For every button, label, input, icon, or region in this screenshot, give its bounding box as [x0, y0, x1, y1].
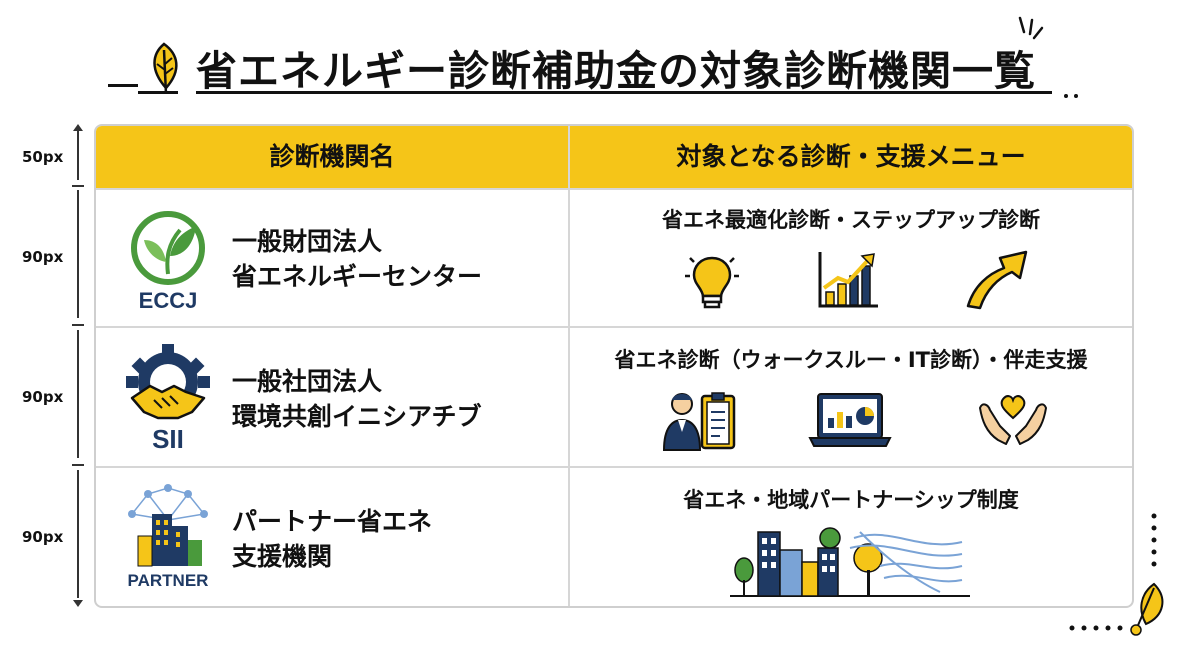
dimension-axis: [77, 330, 79, 458]
eccj-logo-text: ECCJ: [139, 288, 198, 313]
institution-table: 診断機関名 対象となる診断・支援メニュー ECCJ 一般財団法人 省エネルギーセ…: [94, 124, 1134, 608]
table-row: PARTNER パートナー省エネ 支援機関 省エネ・地域パートナーシップ制度: [96, 468, 1132, 606]
decor-dash: [108, 84, 138, 87]
dimension-label-row2: 90px: [22, 388, 64, 406]
menu-text: 省エネ診断（ウォークスルー・IT診断）・伴走支援: [614, 348, 1088, 372]
header-menu: 対象となる診断・支援メニュー: [676, 142, 1026, 171]
growth-chart-icon: [818, 252, 878, 308]
institution-name: パートナー省エネ 支援機関: [232, 504, 432, 574]
row-divider: [96, 466, 1132, 468]
leaf-icon: [153, 42, 178, 95]
institution-name-line: 一般財団法人: [232, 227, 383, 256]
dimension-arrow: [73, 600, 83, 607]
title-underline: [196, 91, 1052, 94]
sii-logo-text: SII: [152, 424, 184, 454]
institution-name-line: 一般社団法人: [232, 367, 383, 396]
eccj-logo: ECCJ: [131, 211, 205, 313]
dimension-label-row3: 90px: [22, 528, 64, 546]
dimension-label-header: 50px: [22, 148, 64, 166]
row-divider: [96, 188, 1132, 190]
sii-logo: SII: [126, 344, 210, 454]
menu-text: 省エネ・地域パートナーシップ制度: [683, 488, 1019, 512]
decor-dash: [138, 91, 178, 94]
column-divider: [568, 126, 570, 606]
menu-text: 省エネ最適化診断・ステップアップ診断: [662, 208, 1040, 232]
consultant-clipboard-icon: [662, 392, 736, 451]
header-institution-name: 診断機関名: [269, 142, 395, 171]
partner-logo-text: PARTNER: [128, 571, 209, 590]
decor-dots: [1069, 625, 1123, 631]
dimension-cap: [72, 324, 84, 326]
decor-dots: [1064, 94, 1078, 98]
institution-name-line: パートナー省エネ: [232, 507, 433, 536]
decor-dots: [1151, 513, 1157, 567]
dimension-arrow: [73, 124, 83, 131]
institution-name-line: 環境共創イニシアチブ: [232, 402, 482, 431]
institution-name-line: 支援機関: [232, 542, 333, 571]
dimension-axis: [77, 190, 79, 318]
institution-name: 一般財団法人 省エネルギーセンター: [232, 224, 482, 294]
partner-logo: PARTNER: [128, 484, 209, 590]
up-arrow-icon: [966, 250, 1028, 310]
table-row: ECCJ 一般財団法人 省エネルギーセンター 省エネ最適化診断・ステップアップ診…: [96, 188, 1132, 326]
institution-name-line: 省エネルギーセンター: [232, 262, 483, 291]
table-row: SII 一般社団法人 環境共創イニシアチブ 省エネ診断（ウォークスルー・IT診断…: [96, 328, 1132, 466]
leaf-icon: [1130, 582, 1164, 636]
city-buildings-network-icon: [730, 527, 970, 597]
lightbulb-icon: [685, 256, 739, 309]
dimension-cap: [72, 185, 84, 187]
dimension-axis: [77, 130, 79, 180]
sparkle-lines-icon: [1018, 16, 1044, 40]
table-header: 診断機関名 対象となる診断・支援メニュー: [96, 126, 1132, 188]
hands-heart-icon: [979, 395, 1047, 445]
title-area: 省エネルギー診断補助金の対象診断機関一覧: [0, 0, 1200, 110]
page-title: 省エネルギー診断補助金の対象診断機関一覧: [196, 47, 1036, 95]
laptop-analytics-icon: [808, 393, 892, 447]
row-divider: [96, 326, 1132, 328]
dimension-label-row1: 90px: [22, 248, 64, 266]
institution-name: 一般社団法人 環境共創イニシアチブ: [232, 364, 482, 434]
dimension-cap: [72, 464, 84, 466]
dimension-axis: [77, 470, 79, 598]
